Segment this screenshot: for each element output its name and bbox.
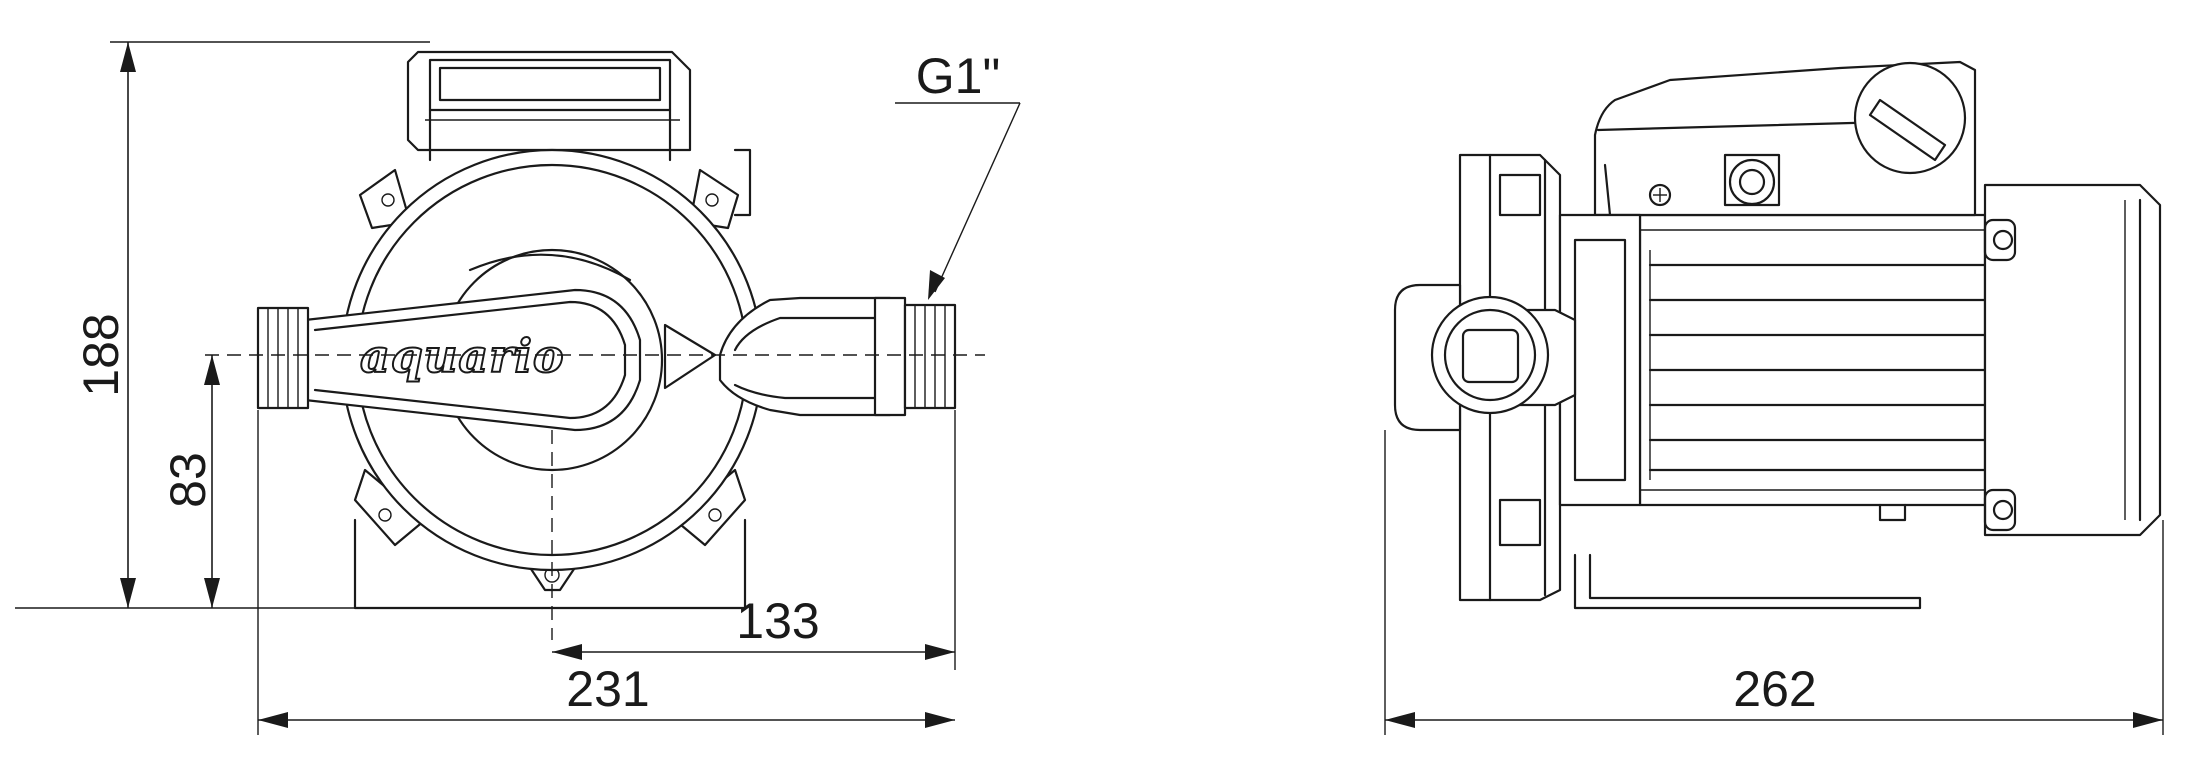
dim-label-188: 188 [73,313,129,396]
dim-label-231: 231 [566,661,649,717]
inlet-handle-front: aquario [256,288,717,432]
thread-label: G1" [916,48,1000,104]
side-view: 262 [1384,60,2164,735]
outlet-pipe-front [718,296,957,417]
terminal-box-front [406,50,692,162]
dimension-83: 83 [160,355,220,608]
fan-cover-side [1983,183,2162,537]
dimension-133: 133 [552,410,956,670]
dim-label-83: 83 [160,452,216,508]
front-view: aquario 188 83 133 [15,41,1021,735]
brand-logo: aquario [360,329,565,383]
dim-label-133: 133 [736,593,819,649]
motor-body-side [1638,213,1987,522]
dimension-231: 231 [257,410,955,735]
dimension-262: 262 [1384,430,2164,735]
inlet-port-side [1430,295,1577,415]
dim-label-262: 262 [1733,661,1816,717]
thread-callout: G1" [895,48,1021,300]
dimension-188: 188 [73,41,430,608]
terminal-box-side [1593,60,1977,217]
